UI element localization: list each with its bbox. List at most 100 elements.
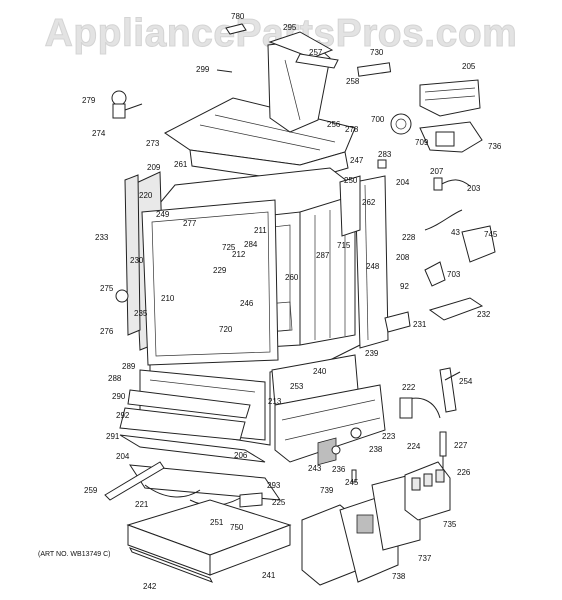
part-callout: 229 <box>213 266 227 275</box>
vent-duct <box>267 31 334 133</box>
part-callout: 246 <box>240 299 254 308</box>
latch-254 <box>439 367 461 413</box>
part-callout: 243 <box>308 464 322 473</box>
part-callout: 730 <box>370 48 384 57</box>
part-callout: 289 <box>122 362 136 371</box>
part-callout: 242 <box>143 582 157 591</box>
part-callout: 211 <box>254 226 267 235</box>
part-callout: 291 <box>106 432 120 441</box>
clip-283 <box>377 159 387 169</box>
part-callout: 213 <box>268 397 282 406</box>
knob-700 <box>390 113 412 135</box>
part-callout: 43 <box>451 228 460 237</box>
part-callout: 259 <box>84 486 98 495</box>
part-callout: 290 <box>112 392 126 401</box>
part-callout: 292 <box>116 411 130 420</box>
front-frame <box>141 199 279 366</box>
part-callout: 295 <box>283 23 297 32</box>
part-callout: 283 <box>378 150 392 159</box>
part-callout: 247 <box>350 156 364 165</box>
part-callout: 254 <box>459 377 473 386</box>
part-callout: 274 <box>92 129 106 138</box>
part-callout: 228 <box>402 233 416 242</box>
part-callout: 92 <box>400 282 409 291</box>
part-callout: 205 <box>462 62 476 71</box>
screw-299 <box>216 69 233 73</box>
part-callout: 212 <box>232 250 246 259</box>
washer-238 <box>350 427 362 439</box>
part-callout: 222 <box>402 383 416 392</box>
part-callout: 258 <box>346 77 360 86</box>
bracket-736 <box>419 121 483 153</box>
bracket-231 <box>384 311 411 333</box>
clip-780 <box>225 23 247 35</box>
part-callout: 720 <box>219 325 233 334</box>
part-callout: 780 <box>231 12 245 21</box>
part-callout: 204 <box>116 452 130 461</box>
wire-221 <box>144 484 201 498</box>
part-callout: 750 <box>230 523 244 532</box>
part-callout: 225 <box>272 498 286 507</box>
part-callout: 278 <box>345 125 359 134</box>
part-callout: 275 <box>100 284 114 293</box>
part-callout: 236 <box>332 465 346 474</box>
trim-262 <box>339 175 361 237</box>
part-callout: 233 <box>95 233 109 242</box>
part-callout: 257 <box>309 48 323 57</box>
handle-730 <box>357 62 392 77</box>
part-callout: 204 <box>396 178 410 187</box>
part-callout: 299 <box>196 65 210 74</box>
part-callout: 700 <box>371 115 385 124</box>
bracket-703 <box>424 261 446 287</box>
part-callout: 206 <box>234 451 248 460</box>
drawer-section <box>119 369 266 463</box>
part-callout: 276 <box>100 327 114 336</box>
part-callout: 739 <box>320 486 334 495</box>
part-callout: 703 <box>447 270 461 279</box>
part-callout: 260 <box>285 273 299 282</box>
part-callout: 230 <box>130 256 144 265</box>
part-callout: 249 <box>156 210 170 219</box>
knob-236 <box>331 445 341 455</box>
part-callout: 232 <box>477 310 491 319</box>
part-callout: 288 <box>108 374 122 383</box>
part-callout: 227 <box>454 441 468 450</box>
part-callout: 248 <box>366 262 380 271</box>
part-callout: 715 <box>337 241 351 250</box>
latch-222 <box>399 397 441 419</box>
part-callout: 735 <box>443 520 457 529</box>
part-callout: 736 <box>488 142 502 151</box>
board-735 <box>404 461 451 521</box>
rail-259 <box>104 461 165 501</box>
part-callout: 223 <box>382 432 396 441</box>
part-callout: 738 <box>392 572 406 581</box>
part-callout: 253 <box>290 382 304 391</box>
part-callout: 240 <box>313 367 327 376</box>
part-callout: 273 <box>146 139 160 148</box>
block-745 <box>461 225 496 263</box>
screw-245 <box>351 469 357 483</box>
part-callout: 210 <box>161 294 175 303</box>
valve-279 <box>111 90 143 119</box>
part-callout: 737 <box>418 554 432 563</box>
backguard-205 <box>419 79 481 117</box>
assembly-232 <box>428 297 484 321</box>
part-callout: 251 <box>210 518 224 527</box>
part-callout: 239 <box>365 349 379 358</box>
part-callout: 241 <box>262 571 276 580</box>
part-callout: 287 <box>316 251 330 260</box>
bracket-225 <box>239 492 263 508</box>
part-callout: 279 <box>82 96 96 105</box>
igniter-227 <box>439 431 447 470</box>
part-callout: 293 <box>267 481 281 490</box>
part-callout: 238 <box>369 445 383 454</box>
part-callout: 203 <box>467 184 481 193</box>
part-callout: 224 <box>407 442 421 451</box>
part-callout: 207 <box>430 167 444 176</box>
part-callout: 256 <box>327 120 341 129</box>
side-panel-208 <box>354 175 389 349</box>
part-callout: 235 <box>134 309 148 318</box>
part-callout: 250 <box>344 176 358 185</box>
